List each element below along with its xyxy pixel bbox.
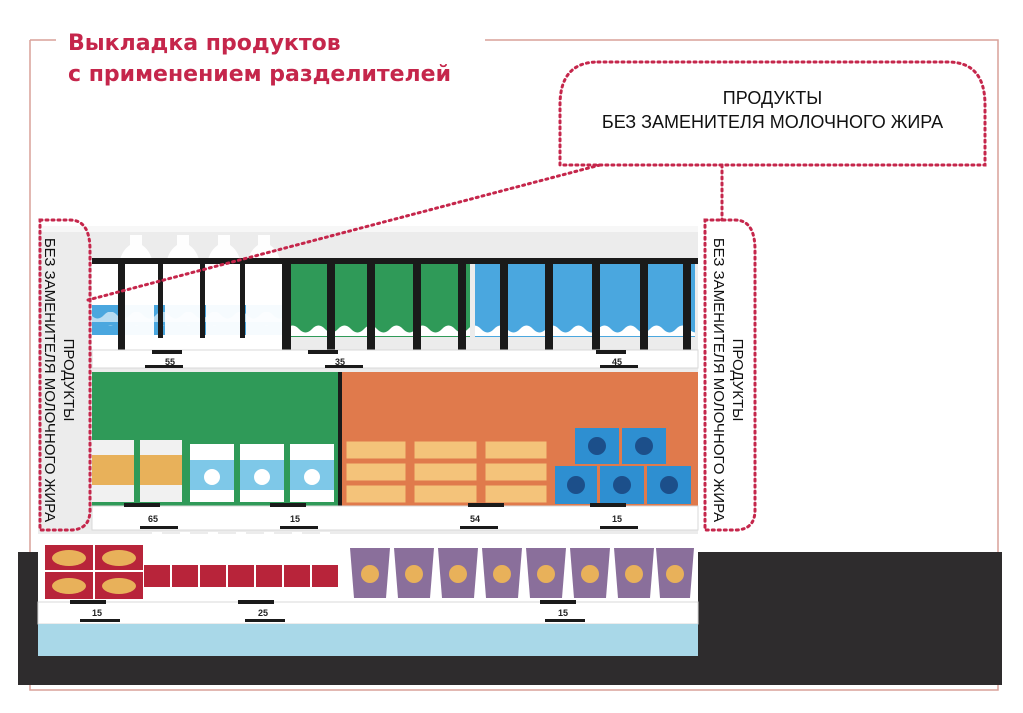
middle-shelf-tags <box>124 503 638 529</box>
callout-top-bubble <box>558 60 987 167</box>
top-shelf-tags <box>145 350 638 368</box>
middle-shelf-edge <box>91 505 699 531</box>
bottom-shelf <box>37 532 699 656</box>
milk-wave <box>92 312 282 326</box>
price-tag: 15 <box>92 608 103 618</box>
cheese-boxes <box>45 545 143 599</box>
side-bracket-left <box>38 218 92 532</box>
price-tag: 25 <box>258 608 269 618</box>
bottom-shelf-tags <box>70 600 585 622</box>
callout-label: ПРОДУКТЫ БЕЗ ЗАМЕНИТЕЛЯ МОЛОЧНОГО ЖИРА <box>560 86 985 134</box>
side-bracket-right <box>703 218 757 532</box>
yogurt-tubs <box>350 548 694 598</box>
price-tag: 15 <box>558 608 569 618</box>
price-tag: 54 <box>470 514 481 524</box>
callout-line-2: БЕЗ ЗАМЕНИТЕЛЯ МОЛОЧНОГО ЖИРА <box>601 112 944 132</box>
honey-jars <box>92 440 182 502</box>
title-line-2: с применением разделителей <box>68 62 451 87</box>
dotted-callouts <box>38 60 987 532</box>
yogurt-cups <box>190 444 334 502</box>
cheese-tins <box>555 428 691 504</box>
callout-line-1: ПРОДУКТЫ <box>722 88 823 108</box>
top-dividers <box>92 258 698 350</box>
title-line-1: Выкладка продуктов <box>68 31 341 56</box>
top-shelf <box>91 235 699 369</box>
price-tag: 45 <box>612 357 623 367</box>
price-tag: 15 <box>290 514 301 524</box>
frame-lines <box>29 39 999 691</box>
cabinet-top-lip <box>38 226 698 232</box>
top-shelf-edge <box>91 349 699 369</box>
middle-shelf <box>91 372 699 531</box>
diagram-title: Выкладка продуктов с применением раздели… <box>68 28 451 90</box>
price-tag: 55 <box>165 357 176 367</box>
middle-divider <box>338 372 342 507</box>
price-tag: 35 <box>335 357 346 367</box>
callout-pointer-left <box>86 163 602 302</box>
price-tag: 65 <box>148 514 159 524</box>
butter-blocks <box>343 438 550 506</box>
fridge-base <box>38 624 698 656</box>
price-tag: 15 <box>612 514 623 524</box>
kefir-bottles <box>144 532 338 602</box>
